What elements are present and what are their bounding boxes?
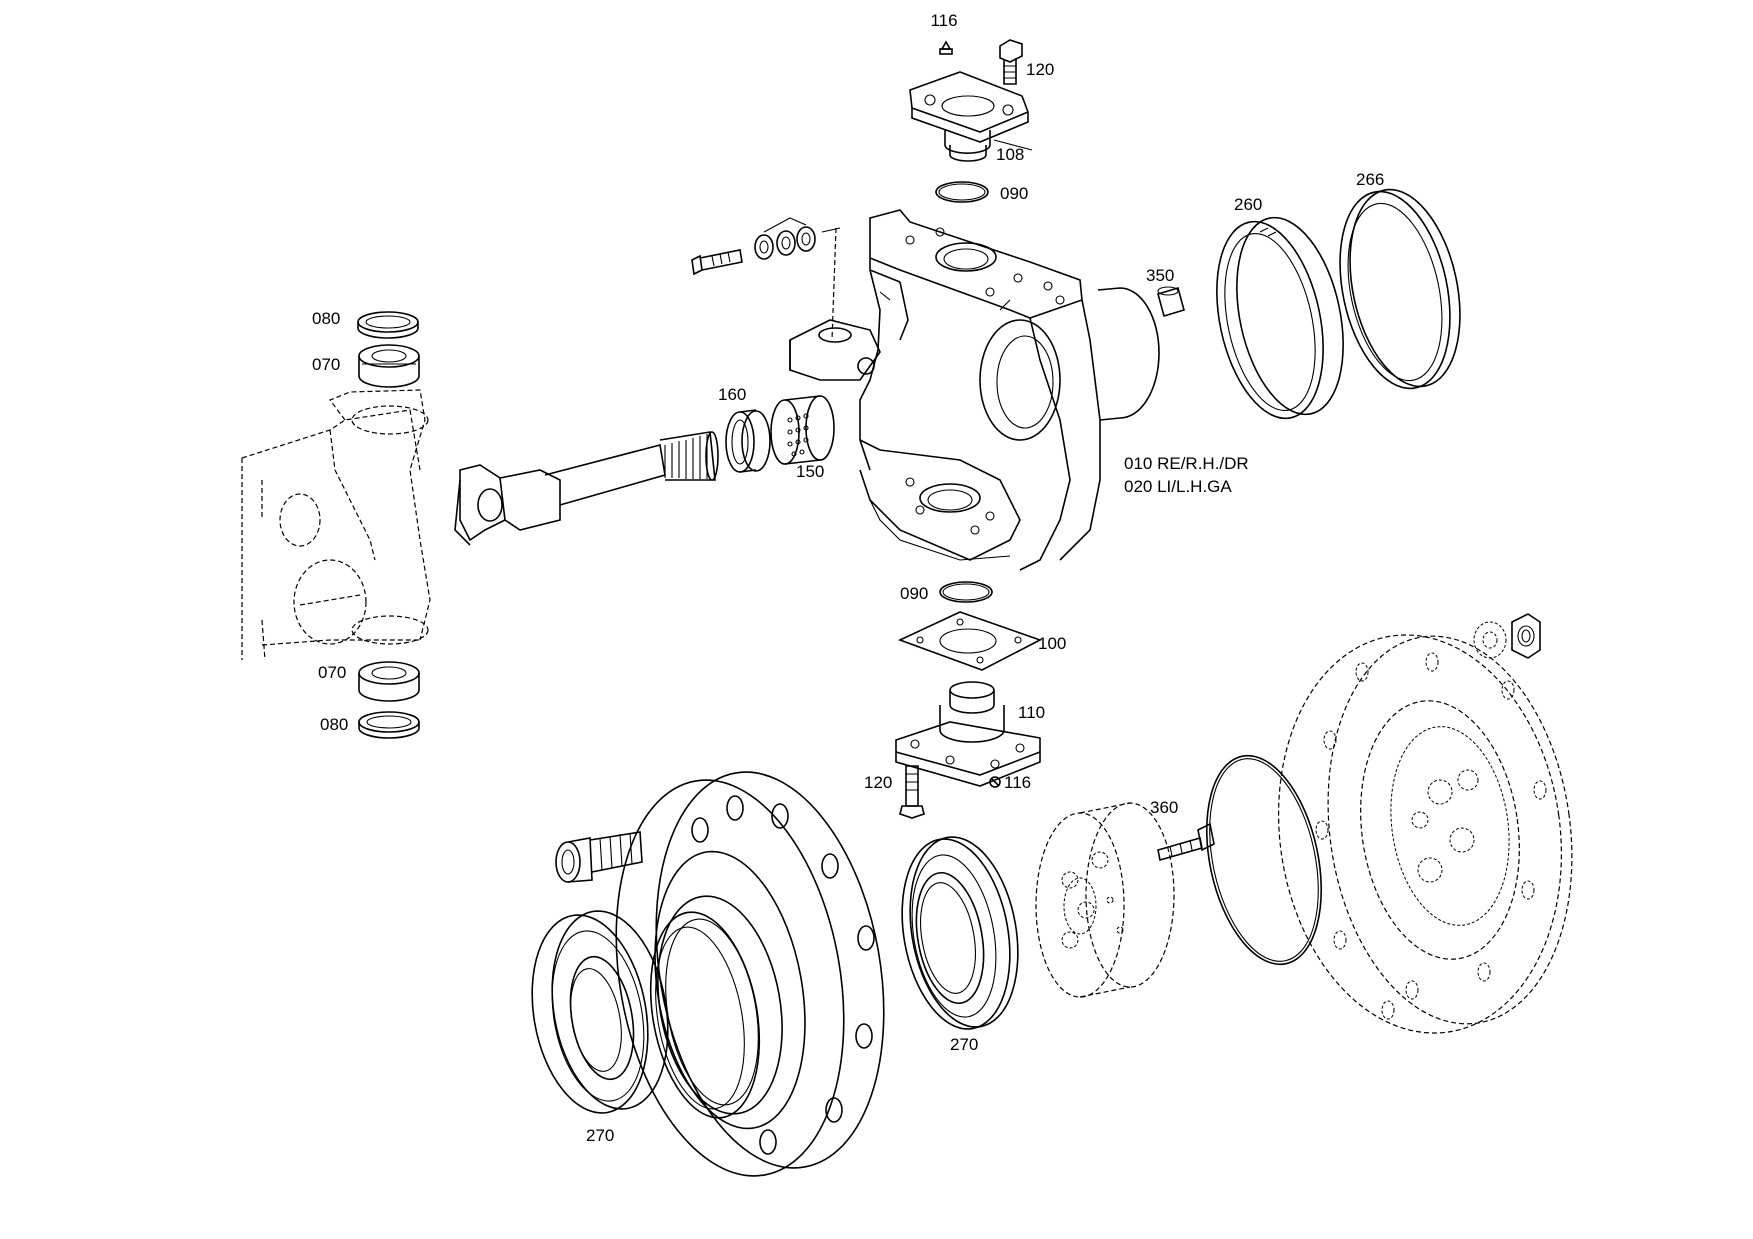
seal-ring-260 [1216,216,1344,420]
label-080-bottom: 080 [320,715,348,734]
label-266: 266 [1356,170,1384,189]
o-ring-090-top [935,181,989,203]
ring-080-bottom [358,711,420,739]
o-ring-large [1205,754,1323,966]
label-108: 108 [996,145,1024,164]
king-pin-cap-110 [895,681,1041,787]
axle-housing [241,389,431,661]
nut-and-washer [1473,613,1541,659]
bolt-and-washers [691,217,841,341]
label-350: 350 [1146,266,1174,285]
tapered-bearing-270-left [531,910,669,1114]
king-pin-cap-108 [909,71,1030,162]
shim-plate-100 [897,611,1043,671]
hub-cover [1277,634,1573,1034]
bearing-070-bottom [358,661,420,702]
label-116-bottom: 116 [1004,773,1031,792]
grease-nipple-116-bottom [989,776,1001,788]
seal-160 [725,409,771,473]
label-150: 150 [796,462,824,481]
label-120-top: 120 [1026,60,1054,79]
label-160: 160 [718,385,746,404]
label-090-top: 090 [1000,184,1028,203]
steering-knuckle [789,209,1160,571]
label-270-left: 270 [586,1126,614,1145]
seal-266 [1339,188,1461,390]
label-110: 110 [1018,703,1045,722]
legend-line-2: 020 LI/L.H.GA [1124,477,1232,496]
bolt-120-bottom [899,765,925,819]
grease-nipple-116-top [939,40,953,55]
drive-shaft [454,431,719,546]
bolt-120-top [999,39,1023,85]
wheel-stud [555,831,643,883]
ring-080-top [357,311,419,339]
label-270-mid: 270 [950,1035,978,1054]
bushing-150 [770,395,835,465]
label-090-bottom: 090 [900,584,928,603]
sleeve-350 [1157,286,1185,318]
label-120-bottom: 120 [864,773,892,792]
leader-lines [993,139,1033,151]
label-080-top: 080 [312,309,340,328]
label-260: 260 [1234,195,1262,214]
tapered-bearing-270-mid [901,836,1019,1030]
label-070-top: 070 [312,355,340,374]
label-070-bottom: 070 [318,663,346,682]
label-116-top: 116 [930,11,957,30]
wheel-hub [615,771,885,1177]
label-360: 360 [1150,798,1178,817]
planet-carrier [1035,802,1175,998]
part-labels: 116 120 108 090 266 260 350 080 070 160 … [312,11,1384,1145]
label-100: 100 [1038,634,1066,653]
legend-line-1: 010 RE/R.H./DR [1124,454,1249,473]
bearing-070-top [358,344,420,388]
o-ring-090-bottom [939,581,993,603]
